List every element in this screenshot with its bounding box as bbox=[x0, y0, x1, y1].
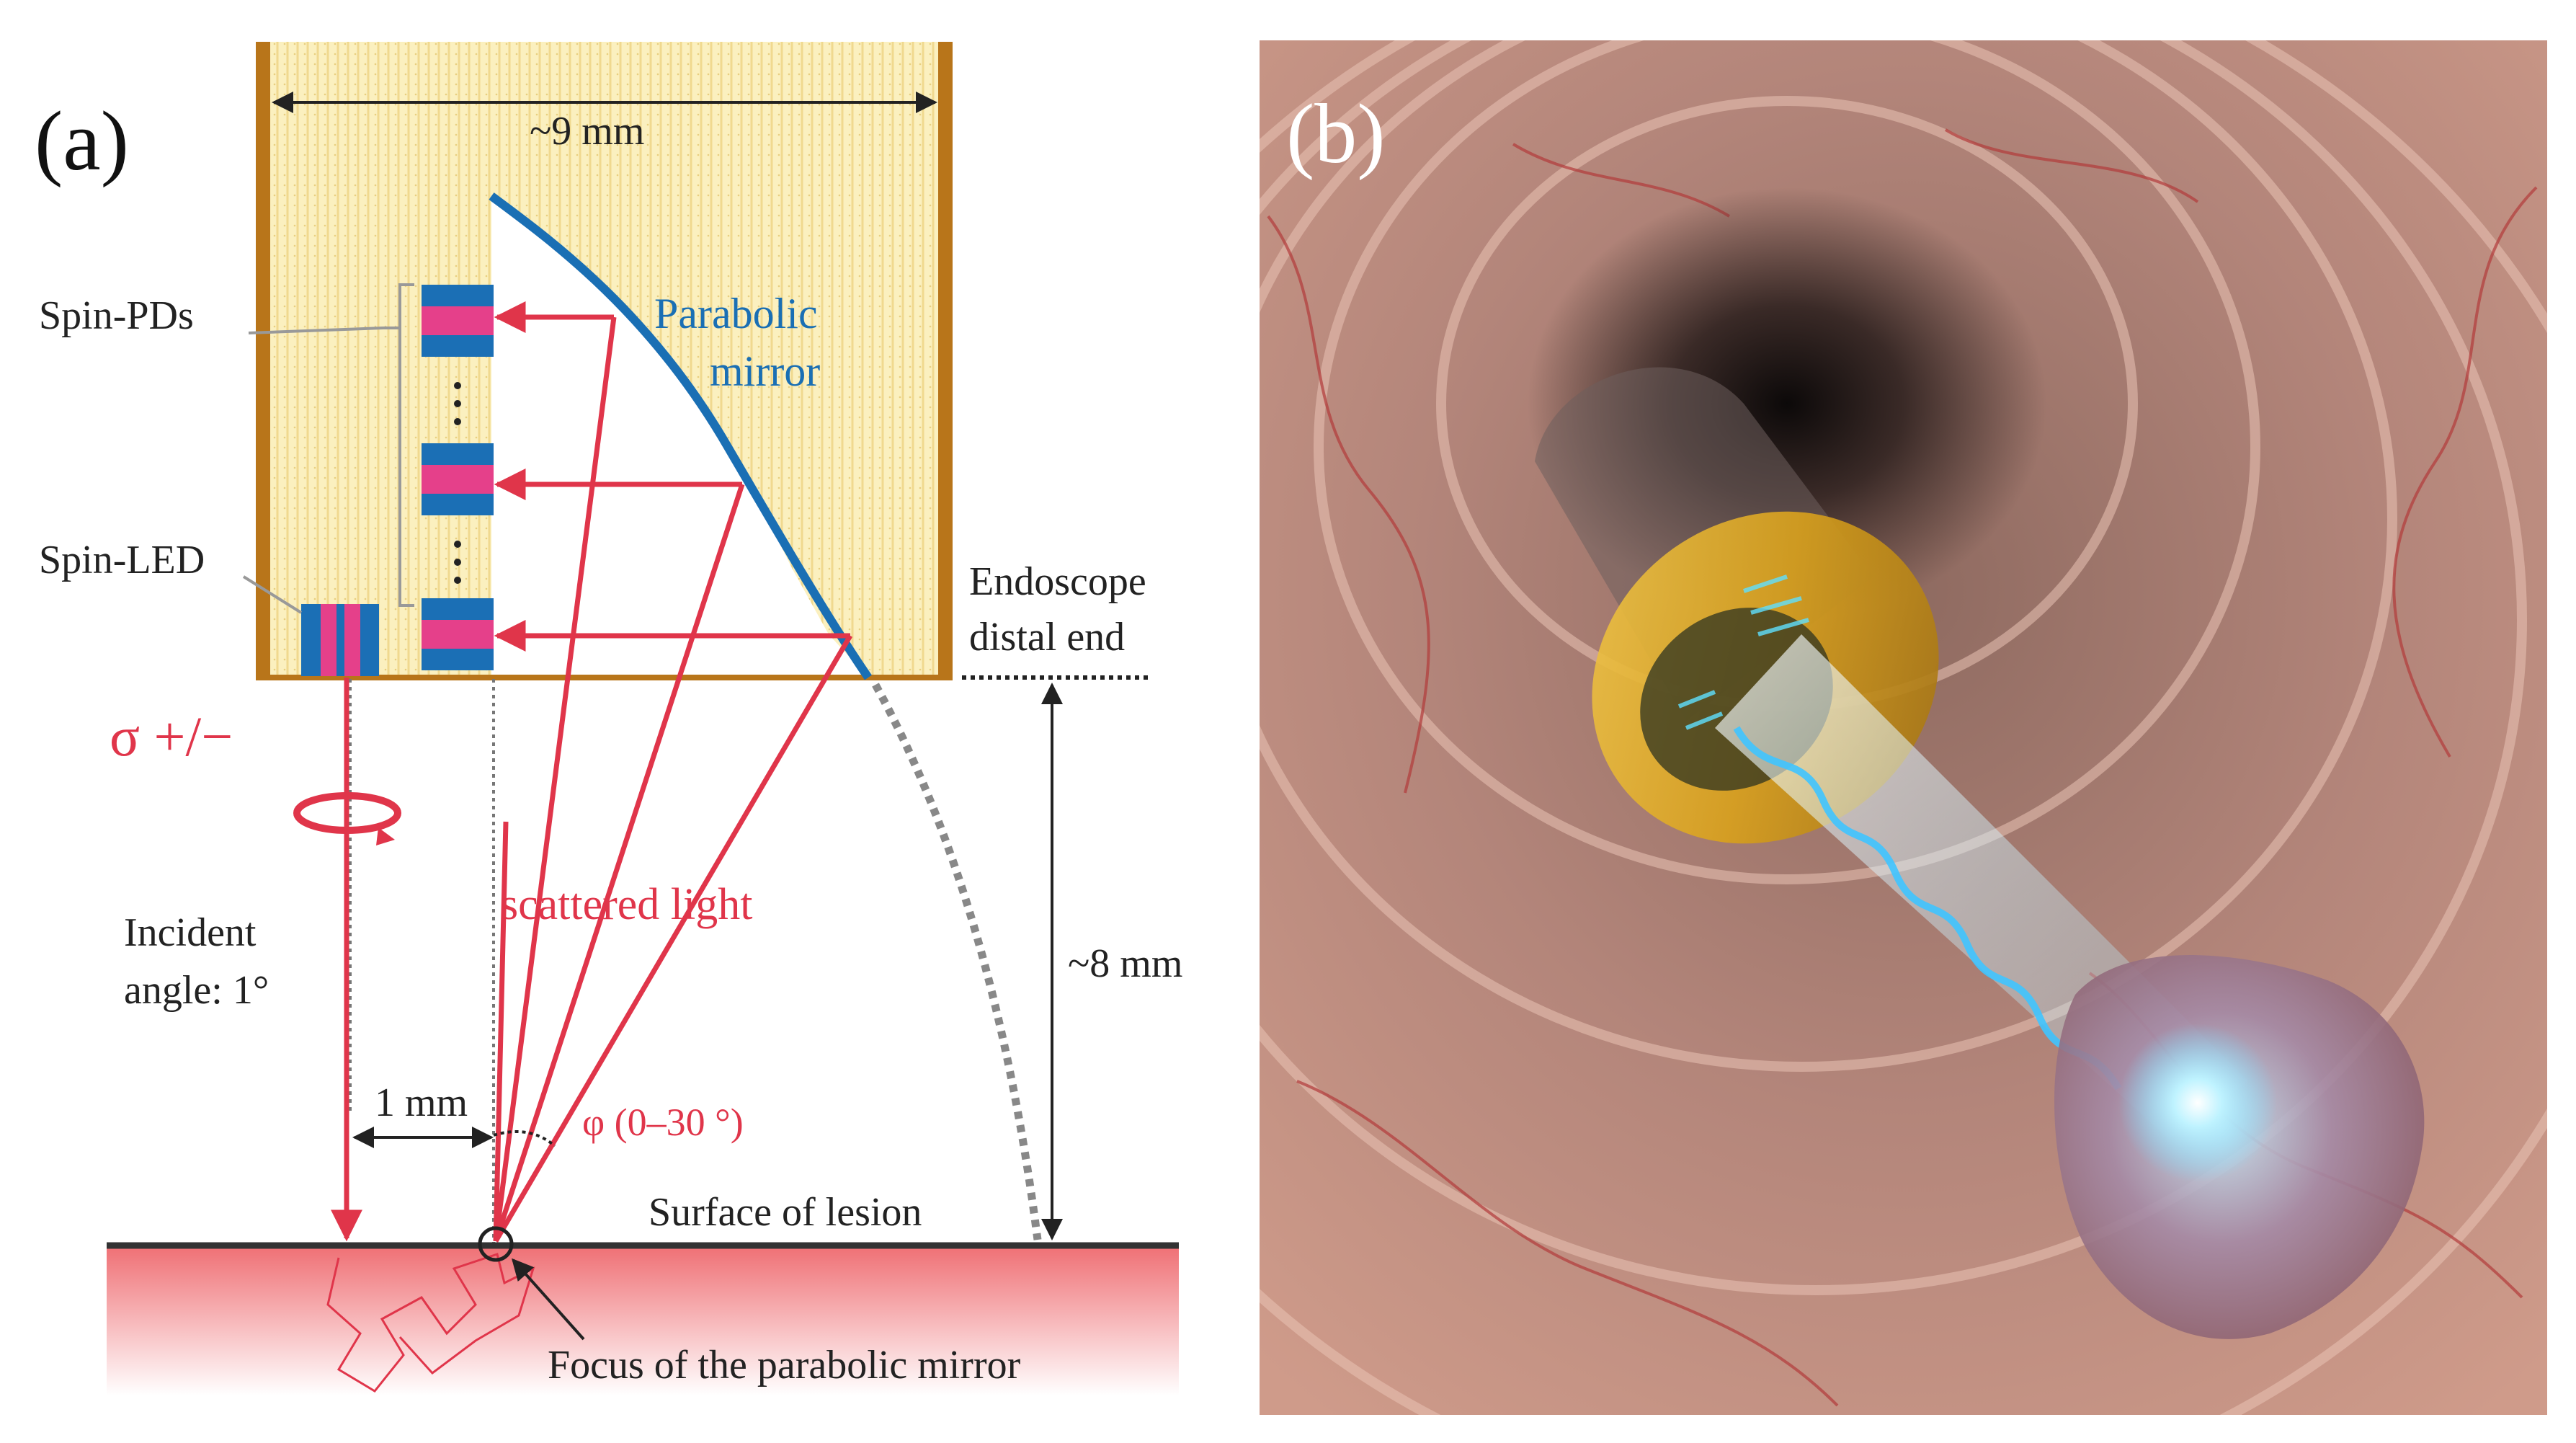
focus-point-circle bbox=[478, 1226, 514, 1262]
panel-a: (a) ~9 mm Parabolic mirror bbox=[35, 42, 1182, 1395]
incident-angle-line1: Incident bbox=[124, 910, 257, 955]
mirror-label-line1: Parabolic bbox=[654, 290, 818, 337]
panel-b bbox=[1260, 40, 2547, 1415]
spin-pd-middle bbox=[422, 443, 494, 515]
focus-pointer-arrow bbox=[512, 1258, 585, 1341]
mirror-label-line2: mirror bbox=[710, 347, 820, 395]
incident-angle-line2: angle: 1° bbox=[124, 968, 269, 1013]
spin-led-label: Spin-LED bbox=[39, 538, 205, 582]
spin-pd-brace bbox=[383, 283, 414, 607]
light-glow bbox=[2118, 1024, 2277, 1182]
panel-a-label: (a) bbox=[35, 94, 129, 188]
surface-label: Surface of lesion bbox=[649, 1190, 922, 1235]
capsule-circuit bbox=[1677, 574, 1809, 730]
spin-light-wave bbox=[1733, 726, 2122, 1091]
sigma-label: σ +/− bbox=[110, 705, 233, 768]
vertical-ellipsis-upper bbox=[454, 382, 461, 425]
scattering-path bbox=[326, 1253, 535, 1393]
one-mm-label: 1 mm bbox=[375, 1080, 468, 1125]
spin-pd-top bbox=[422, 285, 494, 357]
focal-range-arc bbox=[872, 683, 1042, 1240]
intestinal-folds bbox=[1260, 40, 2547, 1415]
reflected-rays bbox=[494, 301, 850, 652]
parabolic-mirror-curve bbox=[489, 192, 872, 680]
spin-pd-leader bbox=[248, 327, 384, 334]
width-label: ~9 mm bbox=[530, 109, 644, 154]
lesion-tissue bbox=[107, 1246, 1179, 1395]
housing-wall-right bbox=[938, 42, 953, 679]
polarization-rotation-icon bbox=[293, 792, 401, 845]
endoscope-label-line1: Endoscope bbox=[969, 559, 1146, 604]
spin-pds-label: Spin-PDs bbox=[39, 293, 194, 338]
phi-angle-arc bbox=[493, 1130, 556, 1147]
spin-led bbox=[301, 604, 379, 676]
vertical-ellipsis-lower bbox=[454, 541, 461, 584]
scattered-light-label: scattered light bbox=[501, 880, 752, 929]
phi-label: φ (0–30 °) bbox=[582, 1101, 744, 1144]
panel-b-label: (b) bbox=[1286, 86, 1386, 181]
scattered-rays bbox=[493, 316, 853, 1243]
spin-led-leader bbox=[242, 575, 303, 614]
height-label: ~8 mm bbox=[1068, 941, 1182, 986]
endoscope-label-line2: distal end bbox=[969, 615, 1125, 660]
housing-wall-left bbox=[256, 42, 270, 679]
spin-pd-bottom bbox=[422, 598, 494, 670]
focus-label: Focus of the parabolic mirror bbox=[548, 1343, 1021, 1388]
